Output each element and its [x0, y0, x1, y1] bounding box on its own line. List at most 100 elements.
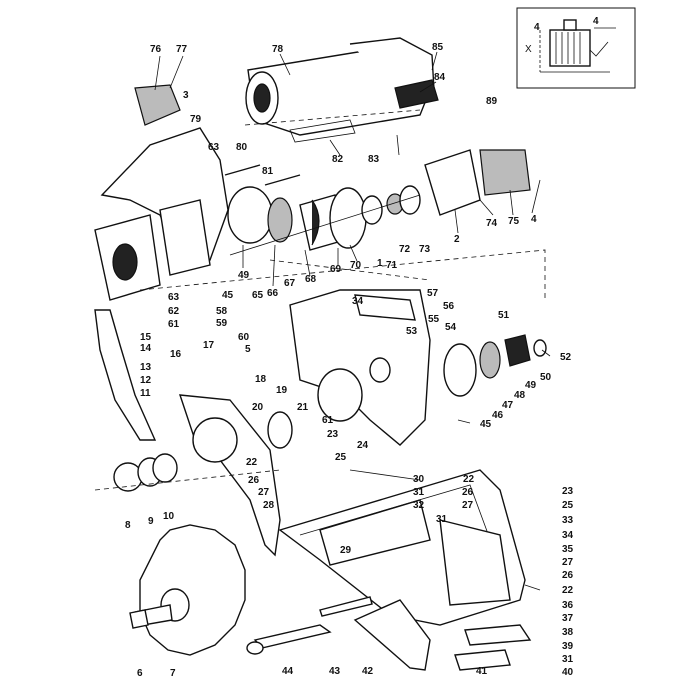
assembly-lines — [94, 109, 546, 491]
callout-79: 79 — [190, 114, 202, 125]
callout-39: 39 — [562, 641, 574, 652]
callout-43: 43 — [329, 666, 341, 677]
callout-89: 89 — [486, 96, 498, 107]
callout-63: 63 — [208, 142, 220, 153]
small-parts — [129, 596, 532, 671]
callout-31-b: 31 — [436, 514, 448, 525]
callout-60: 60 — [238, 332, 250, 343]
callout-66: 66 — [267, 288, 279, 299]
callout-23-b: 23 — [562, 486, 574, 497]
callout-61-b: 61 — [322, 415, 334, 426]
callout-27-c: 27 — [562, 557, 574, 568]
callout-45: 45 — [222, 290, 234, 301]
callout-59: 59 — [216, 318, 228, 329]
callout-82: 82 — [332, 154, 344, 165]
callout-47: 47 — [502, 400, 514, 411]
lower-guard — [94, 309, 293, 656]
callout-28: 28 — [263, 500, 275, 511]
callout-3: 3 — [183, 90, 189, 101]
callout-55: 55 — [428, 314, 440, 325]
callout-22: 22 — [246, 457, 258, 468]
callout-24: 24 — [357, 440, 369, 451]
callout-8: 8 — [125, 520, 131, 531]
callout-20: 20 — [252, 402, 264, 413]
callout-10: 10 — [163, 511, 175, 522]
callout-2: 2 — [454, 234, 460, 245]
callout-40: 40 — [562, 667, 574, 678]
callout-30: 30 — [413, 474, 425, 485]
callout-63-b: 63 — [168, 292, 180, 303]
inset-axis-letter: X — [525, 44, 532, 55]
armature-assembly — [224, 149, 531, 256]
base-plate — [278, 469, 526, 671]
callout-54: 54 — [445, 322, 457, 333]
callout-70: 70 — [350, 260, 362, 271]
callout-1: 1 — [377, 258, 383, 269]
callout-38: 38 — [562, 627, 574, 638]
callout-9: 9 — [148, 516, 154, 527]
callout-51: 51 — [498, 310, 510, 321]
callout-45-b: 45 — [480, 419, 492, 430]
inset-label-left: 4 — [534, 22, 540, 33]
callout-11: 11 — [140, 388, 151, 399]
callout-33: 33 — [562, 515, 574, 526]
callout-76: 76 — [150, 44, 162, 55]
callout-44: 44 — [282, 666, 294, 677]
callout-6: 6 — [137, 668, 143, 679]
callout-81: 81 — [262, 166, 274, 177]
callout-34: 34 — [352, 296, 364, 307]
inset-detail: 4 4 X — [516, 7, 636, 89]
callout-72: 72 — [399, 244, 411, 255]
callout-26: 26 — [248, 475, 260, 486]
callout-26-b: 26 — [462, 487, 474, 498]
callout-29: 29 — [340, 545, 352, 556]
callout-61: 61 — [168, 319, 180, 330]
callout-57: 57 — [427, 288, 439, 299]
callout-12: 12 — [140, 375, 152, 386]
callout-53: 53 — [406, 326, 418, 337]
callout-5: 5 — [245, 344, 251, 355]
callout-41: 41 — [476, 666, 488, 677]
callout-22-c: 22 — [562, 585, 574, 596]
callout-83: 83 — [368, 154, 380, 165]
callout-31-c: 31 — [562, 654, 574, 665]
callout-67: 67 — [284, 278, 296, 289]
callout-77: 77 — [176, 44, 188, 55]
callout-22-b: 22 — [463, 474, 475, 485]
inset-label-right: 4 — [593, 16, 599, 27]
callout-65: 65 — [252, 290, 264, 301]
callout-78: 78 — [272, 44, 284, 55]
callout-15: 15 — [140, 332, 152, 343]
callout-26-c: 26 — [562, 570, 574, 581]
callout-31: 31 — [413, 487, 425, 498]
callout-27-b: 27 — [462, 500, 474, 511]
saw-body — [289, 289, 547, 446]
callout-13: 13 — [140, 362, 152, 373]
callout-17: 17 — [203, 340, 215, 351]
callout-14: 14 — [140, 343, 152, 354]
callout-85: 85 — [432, 42, 444, 53]
callout-75: 75 — [508, 216, 520, 227]
callout-23: 23 — [327, 429, 339, 440]
callout-4: 4 — [531, 214, 537, 225]
motor-housing — [245, 37, 439, 143]
callout-42: 42 — [362, 666, 374, 677]
callout-69: 69 — [330, 264, 342, 275]
callout-50: 50 — [540, 372, 552, 383]
upper-guard — [94, 84, 229, 301]
callout-68: 68 — [305, 274, 317, 285]
callout-62: 62 — [168, 306, 180, 317]
callout-25: 25 — [335, 452, 347, 463]
callout-18: 18 — [255, 374, 267, 385]
callout-16: 16 — [170, 349, 182, 360]
callout-25-b: 25 — [562, 500, 574, 511]
callout-19: 19 — [276, 385, 288, 396]
callout-56: 56 — [443, 301, 455, 312]
callout-36: 36 — [562, 600, 574, 611]
callout-21: 21 — [297, 402, 309, 413]
callout-74: 74 — [486, 218, 498, 229]
callout-48: 48 — [514, 390, 526, 401]
callout-32: 32 — [413, 500, 425, 511]
callout-37: 37 — [562, 613, 574, 624]
